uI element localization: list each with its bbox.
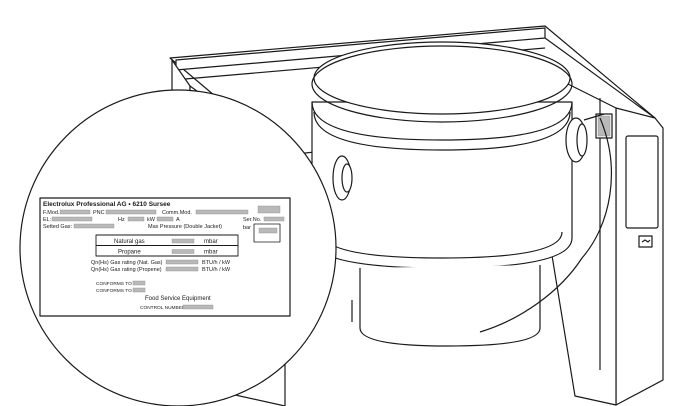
pnc-label: PNC — [93, 210, 105, 216]
max-pressure-label: Max Pressure (Double Jacket) — [148, 224, 222, 230]
ser-no-label: Ser.No. — [243, 217, 262, 223]
kettle-pot — [311, 41, 573, 347]
rating-plate: Electrolux Professional AG • 6210 Sursee… — [39, 197, 291, 317]
rating-natural-label: Qn(Hs) Gas rating (Nat. Gas) — [91, 260, 163, 266]
rating-propene-unit: BTU/h / kW — [202, 267, 231, 273]
el-label: EL: — [43, 217, 52, 223]
callout-leader-line — [479, 117, 612, 333]
mbar-label-natural: mbar — [204, 239, 218, 245]
socket-icon — [638, 235, 653, 248]
a-label: A — [176, 217, 180, 223]
control-panel — [625, 135, 659, 229]
food-service-label: Food Service Equipment — [145, 296, 211, 302]
manufacturer-title: Electrolux Professional AG • 6210 Sursee — [43, 201, 171, 208]
f-mod-label: F.Mod. — [43, 210, 60, 216]
bar-unit-label: bar — [243, 225, 251, 231]
conforms-to-1: CONFORMS TO — [96, 281, 132, 287]
propane-label: Propane — [118, 250, 141, 256]
control-number-label: CONTROL NUMBER — [140, 305, 186, 311]
natural-gas-label: Natural gas — [114, 239, 145, 245]
hz-label: Hz — [118, 217, 125, 223]
kw-label: kW — [147, 217, 156, 223]
conforms-to-2: CONFORMS TO — [96, 288, 132, 294]
rating-propene-label: Qn(Hs) Gas rating (Propene) — [91, 267, 162, 273]
setted-gas-label: Setted Gas: — [43, 224, 73, 230]
comm-mod-label: Comm.Mod. — [162, 210, 192, 216]
rating-natural-unit: BTU/h / kW — [202, 260, 231, 266]
mbar-label-propane: mbar — [204, 250, 218, 256]
